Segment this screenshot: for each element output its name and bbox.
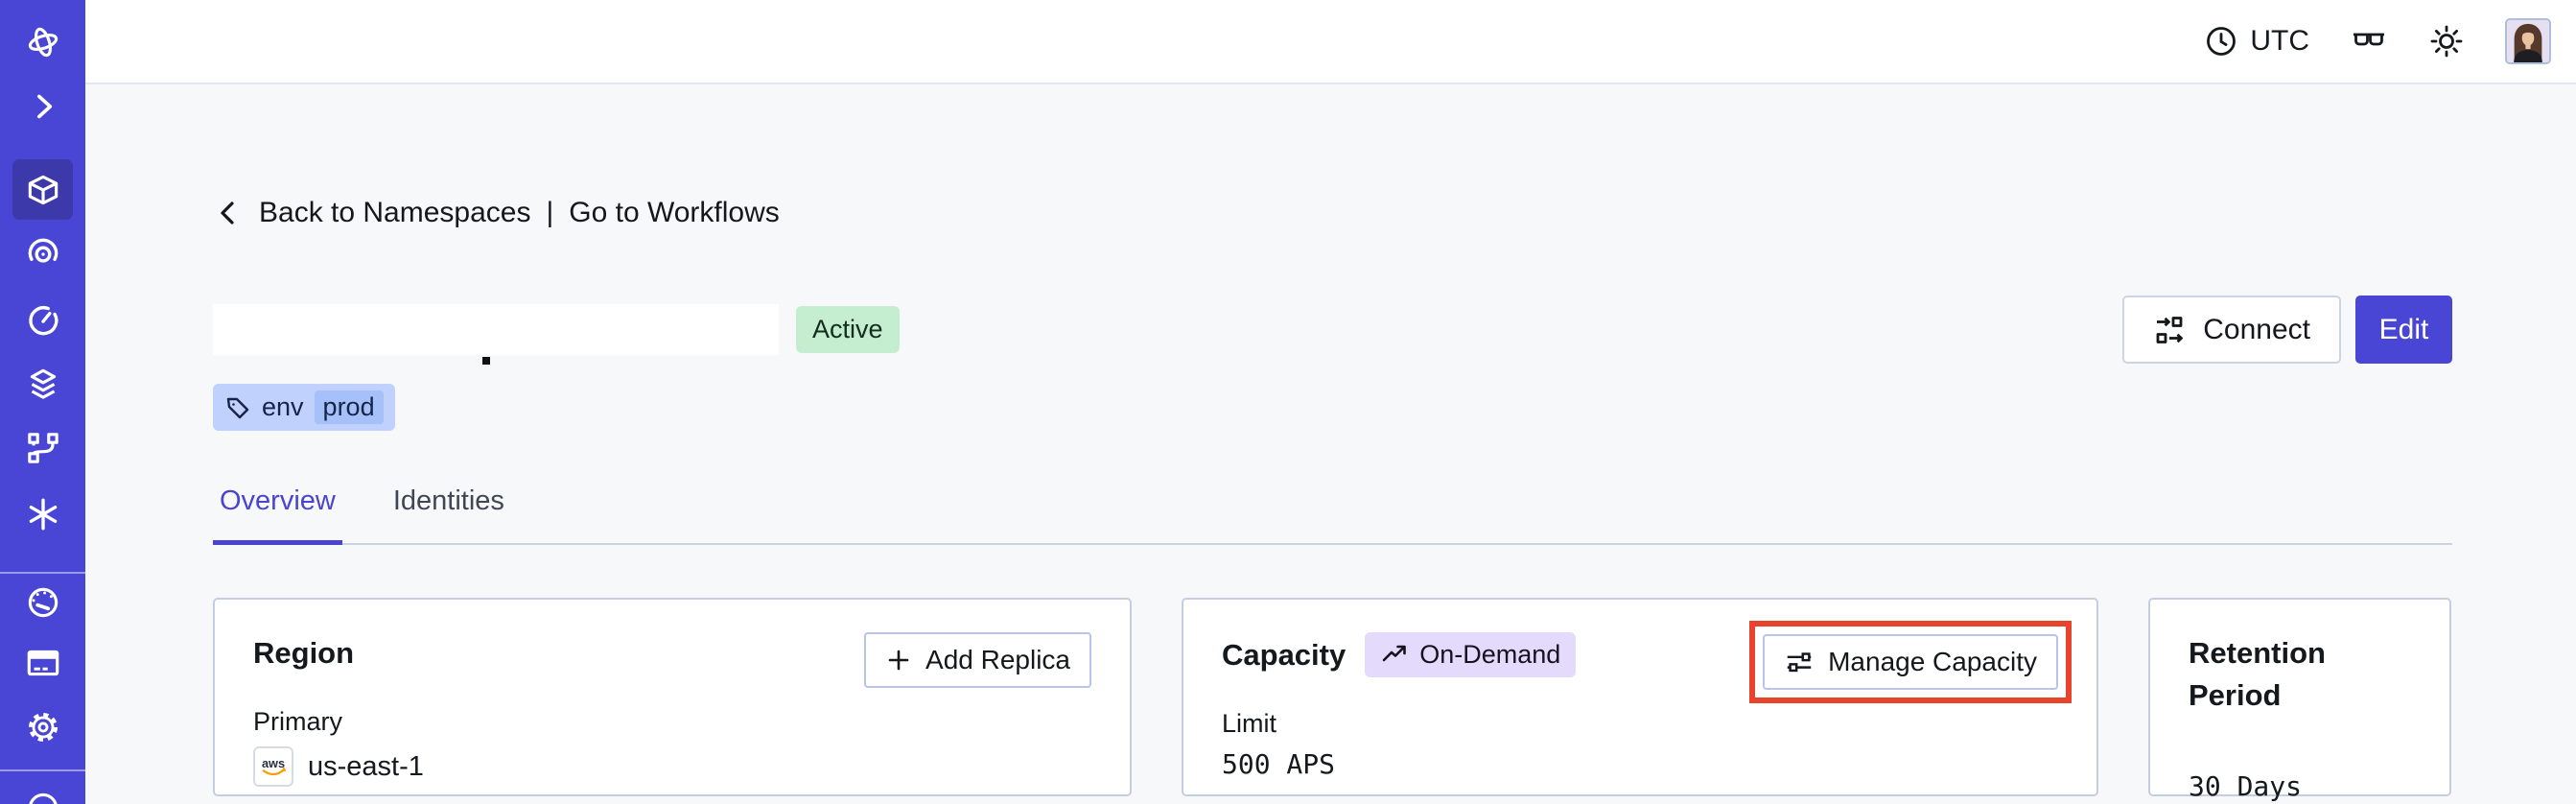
breadcrumb-separator: |	[546, 197, 554, 228]
sidebar-item-batch[interactable]	[21, 426, 64, 469]
tab-overview[interactable]: Overview	[213, 485, 342, 545]
layers-icon	[30, 368, 56, 399]
sidebar-item-misc[interactable]	[21, 492, 64, 535]
tab-identities[interactable]: Identities	[392, 485, 504, 516]
timezone-label: UTC	[2250, 25, 2309, 57]
tag-value: prod	[314, 390, 384, 424]
connect-button-label: Connect	[2203, 313, 2310, 345]
billing-card-icon	[27, 650, 59, 675]
back-to-namespaces-link[interactable]: Back to Namespaces	[259, 197, 531, 228]
limit-value: 500 APS	[1222, 748, 1336, 780]
on-demand-badge: On-Demand	[1365, 632, 1577, 677]
usage-gauge-icon	[28, 587, 58, 617]
trending-up-icon	[1380, 641, 1409, 670]
tag-icon	[224, 394, 251, 421]
on-demand-label: On-Demand	[1419, 640, 1561, 669]
red-annotation-box: Manage Capacity	[1749, 621, 2072, 703]
connect-flow-icon	[2153, 313, 2188, 347]
namespace-tag: env prod	[213, 384, 395, 431]
edit-button[interactable]: Edit	[2355, 296, 2452, 364]
status-badge: Active	[796, 306, 900, 353]
aws-logo-text: aws	[262, 756, 285, 770]
plus-icon	[885, 647, 912, 674]
tag-key: env	[262, 392, 304, 421]
sidebar-item-nexus[interactable]	[21, 231, 64, 274]
aws-provider-icon: aws	[253, 746, 293, 787]
topbar: UTC	[85, 0, 2576, 84]
breadcrumb: Back to Namespaces | Go to Workflows	[213, 197, 2452, 229]
timezone-selector[interactable]: UTC	[2204, 24, 2309, 59]
region-card-title: Region	[253, 636, 355, 670]
back-chevron-icon[interactable]	[213, 198, 244, 228]
region-value: us-east-1	[308, 750, 424, 782]
summary-cards: Region Add Replica Primary	[213, 598, 2452, 802]
redaction-dot	[482, 357, 490, 365]
connect-button[interactable]: Connect	[2122, 296, 2341, 364]
sidebar-item-billing[interactable]	[21, 641, 64, 684]
clock-icon	[2204, 24, 2238, 59]
limit-label: Limit	[1222, 709, 1277, 738]
go-to-workflows-link[interactable]: Go to Workflows	[569, 197, 780, 228]
add-replica-label: Add Replica	[925, 645, 1070, 674]
workflow-branch-icon	[27, 432, 59, 463]
namespaces-cube-icon	[28, 175, 58, 204]
sidebar-item-history[interactable]	[21, 298, 64, 342]
namespace-title-row: Active	[213, 296, 2452, 365]
region-card: Region Add Replica Primary	[213, 598, 1132, 796]
reader-glasses-icon[interactable]	[2350, 22, 2388, 60]
sidebar-divider	[0, 769, 85, 771]
user-avatar[interactable]	[2505, 18, 2551, 64]
support-circle-icon	[28, 792, 58, 804]
sidebar-item-deployments[interactable]	[21, 363, 64, 406]
main-content: Back to Namespaces | Go to Workflows Act…	[85, 84, 2576, 804]
sidebar-item-usage[interactable]	[21, 580, 64, 624]
sidebar	[0, 0, 85, 804]
add-replica-button[interactable]: Add Replica	[864, 632, 1091, 688]
sidebar-divider	[0, 572, 85, 574]
retention-value: 30 Days	[2189, 770, 2303, 802]
asterisk-icon	[29, 498, 57, 530]
sliders-icon	[1784, 647, 1815, 677]
temporal-logo-icon[interactable]	[21, 20, 64, 63]
capacity-card: Capacity On-Demand	[1182, 598, 2098, 796]
capacity-card-title: Capacity	[1222, 637, 1347, 672]
settings-gear-icon	[28, 712, 58, 742]
brightness-theme-icon[interactable]	[2428, 23, 2465, 59]
tags-row: env prod	[213, 384, 2452, 431]
history-clock-icon	[28, 305, 58, 335]
retention-card: Retention Period 30 Days	[2148, 598, 2451, 802]
sidebar-item-settings[interactable]	[21, 705, 64, 748]
manage-capacity-button[interactable]: Manage Capacity	[1763, 634, 2058, 690]
primary-label: Primary	[253, 707, 342, 736]
expand-sidebar-chevron-icon[interactable]	[21, 84, 64, 128]
sidebar-item-support[interactable]	[21, 784, 64, 804]
nexus-spiral-icon	[28, 238, 58, 263]
namespace-name-redacted	[213, 304, 779, 355]
tabs: Overview Identities	[213, 485, 2452, 545]
sidebar-item-namespaces[interactable]	[12, 159, 73, 220]
retention-card-title: Retention Period	[2189, 636, 2326, 712]
manage-capacity-label: Manage Capacity	[1828, 647, 2037, 676]
